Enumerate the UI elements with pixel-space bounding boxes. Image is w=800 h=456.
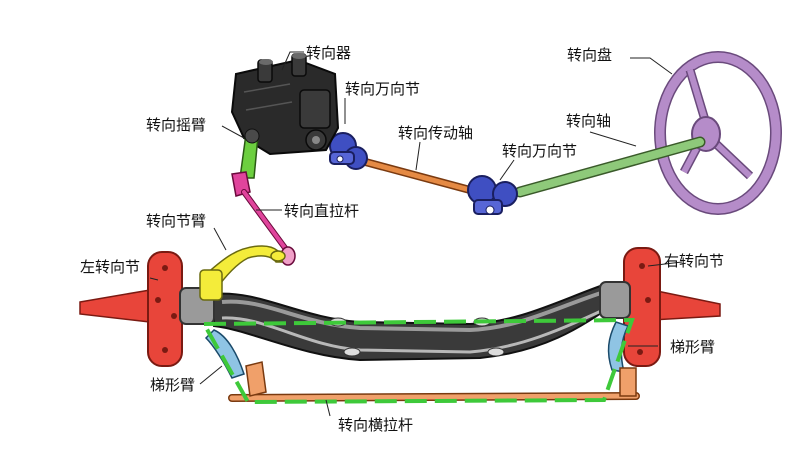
steering-wheel (654, 51, 782, 215)
universal-joint-upper (329, 132, 368, 170)
label-universal-joint-lower: 转向万向节 (502, 142, 577, 160)
label-trapezoid-arm-right: 梯形臂 (670, 338, 715, 356)
label-intermediate-shaft: 转向传动轴 (398, 124, 473, 142)
front-axle-beam (213, 282, 624, 362)
label-right-knuckle: 右转向节 (664, 252, 724, 270)
left-knuckle-hub (79, 251, 215, 367)
leader-lines (149, 51, 683, 417)
label-pitman-arm: 转向摇臂 (146, 116, 206, 134)
intermediate-shaft (354, 156, 474, 194)
left-knuckle-arm (199, 245, 286, 301)
label-left-knuckle: 左转向节 (80, 258, 140, 276)
label-tie-rod: 转向横拉杆 (338, 416, 413, 434)
pitman-arm (239, 128, 260, 179)
label-universal-joint-upper: 转向万向节 (345, 80, 420, 98)
label-steering-shaft: 转向轴 (566, 112, 611, 130)
label-drag-link: 转向直拉杆 (284, 202, 359, 220)
label-steering-gear: 转向器 (306, 44, 351, 62)
steering-shaft (514, 136, 706, 198)
tie-rod (228, 361, 640, 402)
label-steering-wheel: 转向盘 (567, 46, 612, 64)
right-knuckle-hub (599, 247, 721, 367)
drag-link (231, 171, 296, 266)
label-trapezoid-arm-left: 梯形臂 (150, 376, 195, 394)
steering-trapezoid-outline (200, 317, 635, 405)
universal-joint-lower (467, 175, 518, 215)
steering-gear-box (230, 53, 340, 156)
label-knuckle-arm: 转向节臂 (146, 212, 206, 230)
